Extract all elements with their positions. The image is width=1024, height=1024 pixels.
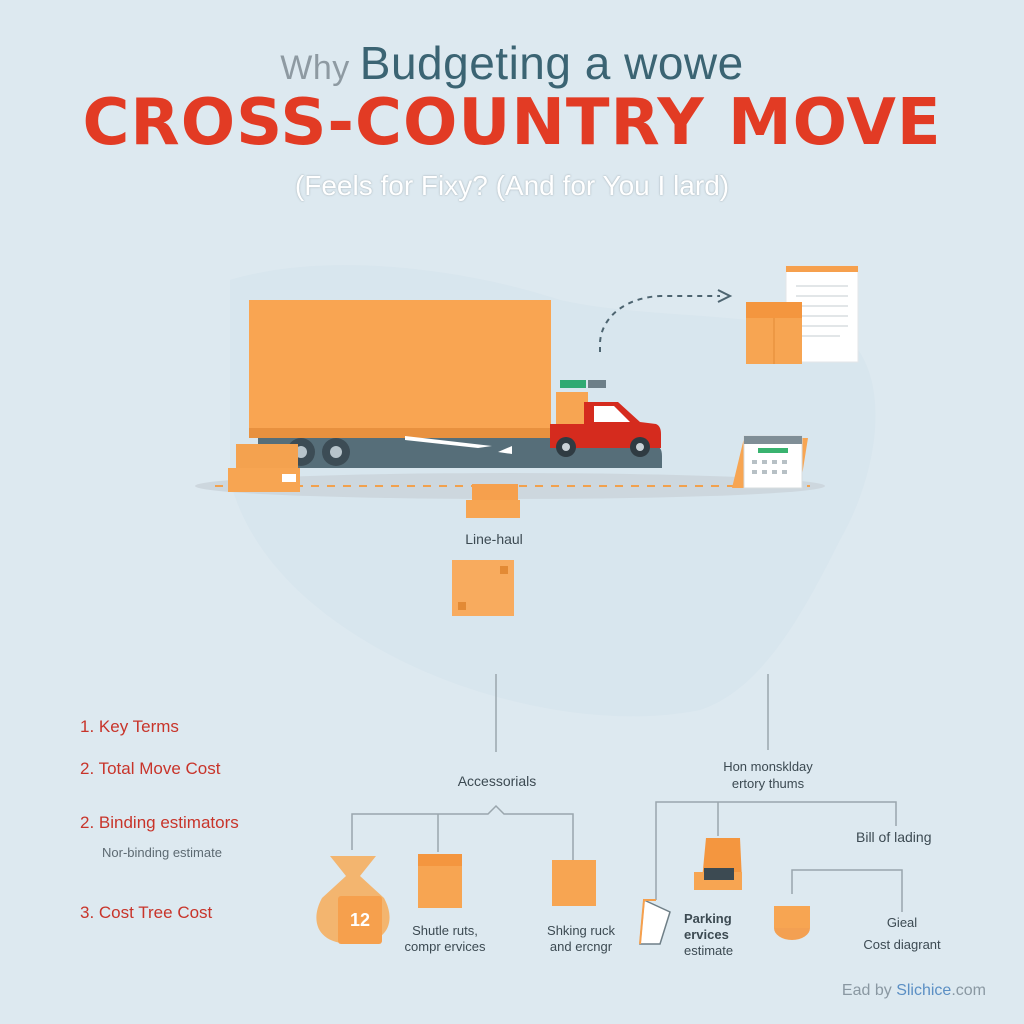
accessorials-label: Accessorials (457, 773, 537, 789)
open-crate-icon (694, 838, 742, 890)
package-icon (746, 302, 802, 364)
line-haul-label: Line-haul (465, 531, 523, 547)
leaf-2-label-2: and ercngr (549, 939, 613, 954)
central-box-icon (452, 560, 514, 616)
leaf-2-label-1: Shking ruck (547, 923, 615, 938)
red-pickup-icon (550, 380, 661, 457)
right-branch-label-1: Hon monsklday (723, 759, 813, 774)
leaf-1-label-1: Shutle ruts, (412, 923, 478, 938)
key-list-item-2: 2. Total Move Cost (80, 759, 221, 778)
leaf-3-label-3: estimate (684, 943, 734, 958)
headline: CROSS-COUNTRY MOVE (82, 86, 942, 160)
leaf-1-label-2: compr ervices (404, 939, 486, 954)
title-small: Why (280, 49, 350, 87)
bag-number: 12 (350, 910, 371, 930)
leaf-4-label-1: Gieal (886, 915, 918, 930)
leaf-3-label-2: ervices (684, 927, 729, 942)
money-bag-icon (316, 856, 390, 944)
box-icon-2 (418, 854, 462, 908)
leaf-3-label-1: Parking (684, 911, 732, 926)
key-list-item-3-sub: Nor-binding estimate (102, 845, 222, 860)
box-icon (466, 484, 520, 518)
calendar-icon (732, 435, 808, 489)
subtitle: (Feels for Fixy? (And for You I lard) (294, 170, 730, 201)
footer-credit: Ead by Slichice.com (842, 982, 986, 1000)
key-list-item-3: 2. Binding estimators (80, 813, 239, 832)
right-branch-label-2: ertory thums (731, 776, 805, 791)
round-box-icon (774, 906, 810, 940)
footer-prefix: Ead by (841, 982, 897, 999)
arrow-head-icon (717, 289, 733, 303)
stacked-boxes-icon (228, 444, 300, 492)
flow-arrow (599, 295, 720, 352)
tree-connectors (351, 674, 903, 912)
box-icon-3 (552, 860, 596, 906)
moving-truck-icon (249, 300, 662, 468)
loading-basket-icon (639, 898, 671, 945)
bill-of-lading-label: Bill of lading (856, 829, 932, 845)
footer-suffix: .com (951, 982, 986, 999)
title-main: Budgeting a wowe (359, 37, 744, 89)
key-list-item-4: 3. Cost Tree Cost (80, 903, 213, 922)
footer-brand: Slichice (896, 982, 952, 999)
leaf-4-label-2: Cost diagrant (863, 937, 941, 952)
key-list-item-1: 1. Key Terms (80, 717, 179, 736)
